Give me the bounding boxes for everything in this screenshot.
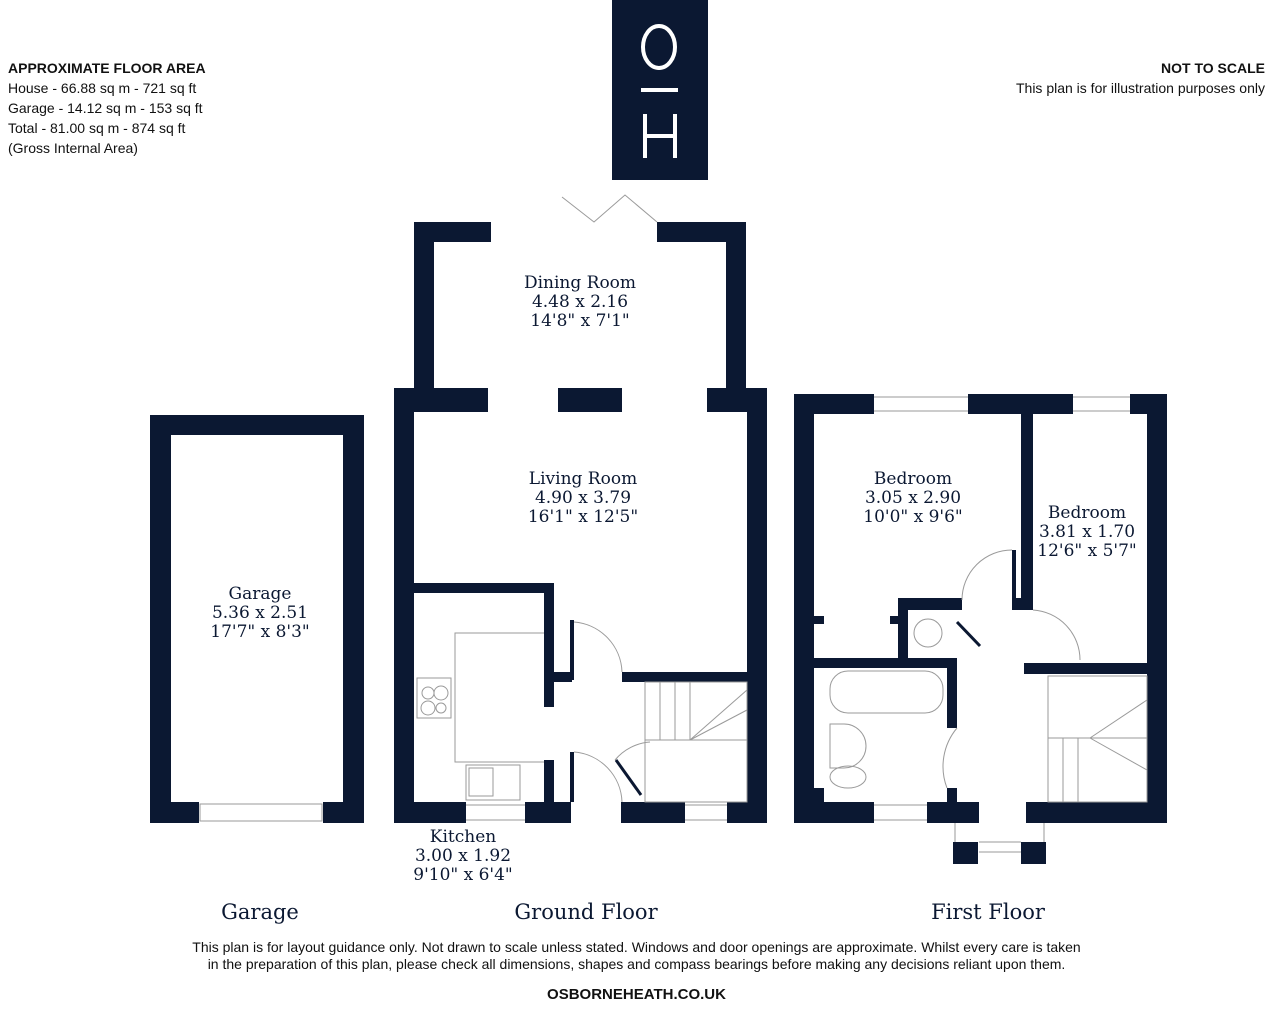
basin-icon [829,723,867,769]
ground-floor-walls [394,222,767,823]
not-to-scale-heading: NOT TO SCALE [1161,60,1265,76]
room-metric: 5.36 x 2.51 [211,603,309,623]
website-link[interactable]: OSBORNEHEATH.CO.UK [547,986,726,1003]
room-imperial: 12'6" x 5'7" [1037,541,1137,561]
bath-icon [829,670,944,714]
hot-water-cylinder-icon [913,618,943,648]
walls [150,222,1167,864]
garage-walls [150,415,364,823]
logo-mark-icon [641,24,678,158]
room-name: Bedroom [1047,503,1127,523]
first-floor-walls [794,394,1167,864]
room-imperial: 10'0" x 9'6" [863,507,963,527]
toilet-icon [829,765,867,789]
room-metric: 4.90 x 3.79 [534,488,632,508]
room-imperial: 17'7" x 8'3" [210,622,310,642]
floor-title-first: First Floor [931,900,1045,924]
kitchen-worktop [454,632,544,763]
room-name: Kitchen [429,827,497,847]
illustration-note: This plan is for illustration purposes o… [1015,80,1265,96]
gross-internal-note: (Gross Internal Area) [8,140,138,156]
garage-area: Garage - 14.12 sq m - 153 sq ft [8,100,203,116]
sink-icon [465,764,521,801]
room-dining-room: Dining Room 4.48 x 2.16 14'8" x 7'1" [524,274,636,331]
garage-door [199,803,323,822]
staircase-first [1047,675,1148,803]
open-doors [614,620,982,796]
room-name: Living Room [528,469,638,489]
bifold-door-icon [561,194,658,223]
room-metric: 3.81 x 1.70 [1038,522,1136,542]
osborne-heath-logo [612,0,708,180]
staircase-ground [644,681,748,803]
floor-area-heading: APPROXIMATE FLOOR AREA [8,60,206,76]
room-bedroom-1: Bedroom 3.05 x 2.90 10'0" x 9'6" [863,470,962,527]
room-imperial: 16'1" x 12'5" [527,507,639,527]
floor-area-summary: APPROXIMATE FLOOR AREA House - 66.88 sq … [8,58,206,158]
room-metric: 3.05 x 2.90 [864,488,962,508]
room-imperial: 14'8" x 7'1" [530,311,630,331]
disclaimer-line-2: in the preparation of this plan, please … [207,956,1066,972]
door-swing [573,621,623,673]
room-name: Dining Room [523,273,637,293]
hob-icon [416,677,452,719]
room-kitchen: Kitchen 3.00 x 1.92 9'10" x 6'4" [413,828,512,885]
fixtures [199,194,1148,853]
total-area: Total - 81.00 sq m - 874 sq ft [8,120,186,136]
disclaimer: This plan is for layout guidance only. N… [0,939,1273,973]
room-metric: 3.00 x 1.92 [414,846,512,866]
scale-note: NOT TO SCALE This plan is for illustrati… [1016,58,1265,98]
floor-title-garage: Garage [221,900,299,924]
room-imperial: 9'10" x 6'4" [413,865,513,885]
room-name: Garage [228,584,292,604]
room-garage: Garage 5.36 x 2.51 17'7" x 8'3" [210,585,309,642]
floor-title-ground: Ground Floor [514,900,658,924]
room-bedroom-2: Bedroom 3.81 x 1.70 12'6" x 5'7" [1037,504,1136,561]
room-name: Bedroom [873,469,953,489]
house-area: House - 66.88 sq m - 721 sq ft [8,80,197,96]
room-living-room: Living Room 4.90 x 3.79 16'1" x 12'5" [528,470,638,527]
disclaimer-line-1: This plan is for layout guidance only. N… [192,939,1081,955]
room-metric: 4.48 x 2.16 [531,292,629,312]
